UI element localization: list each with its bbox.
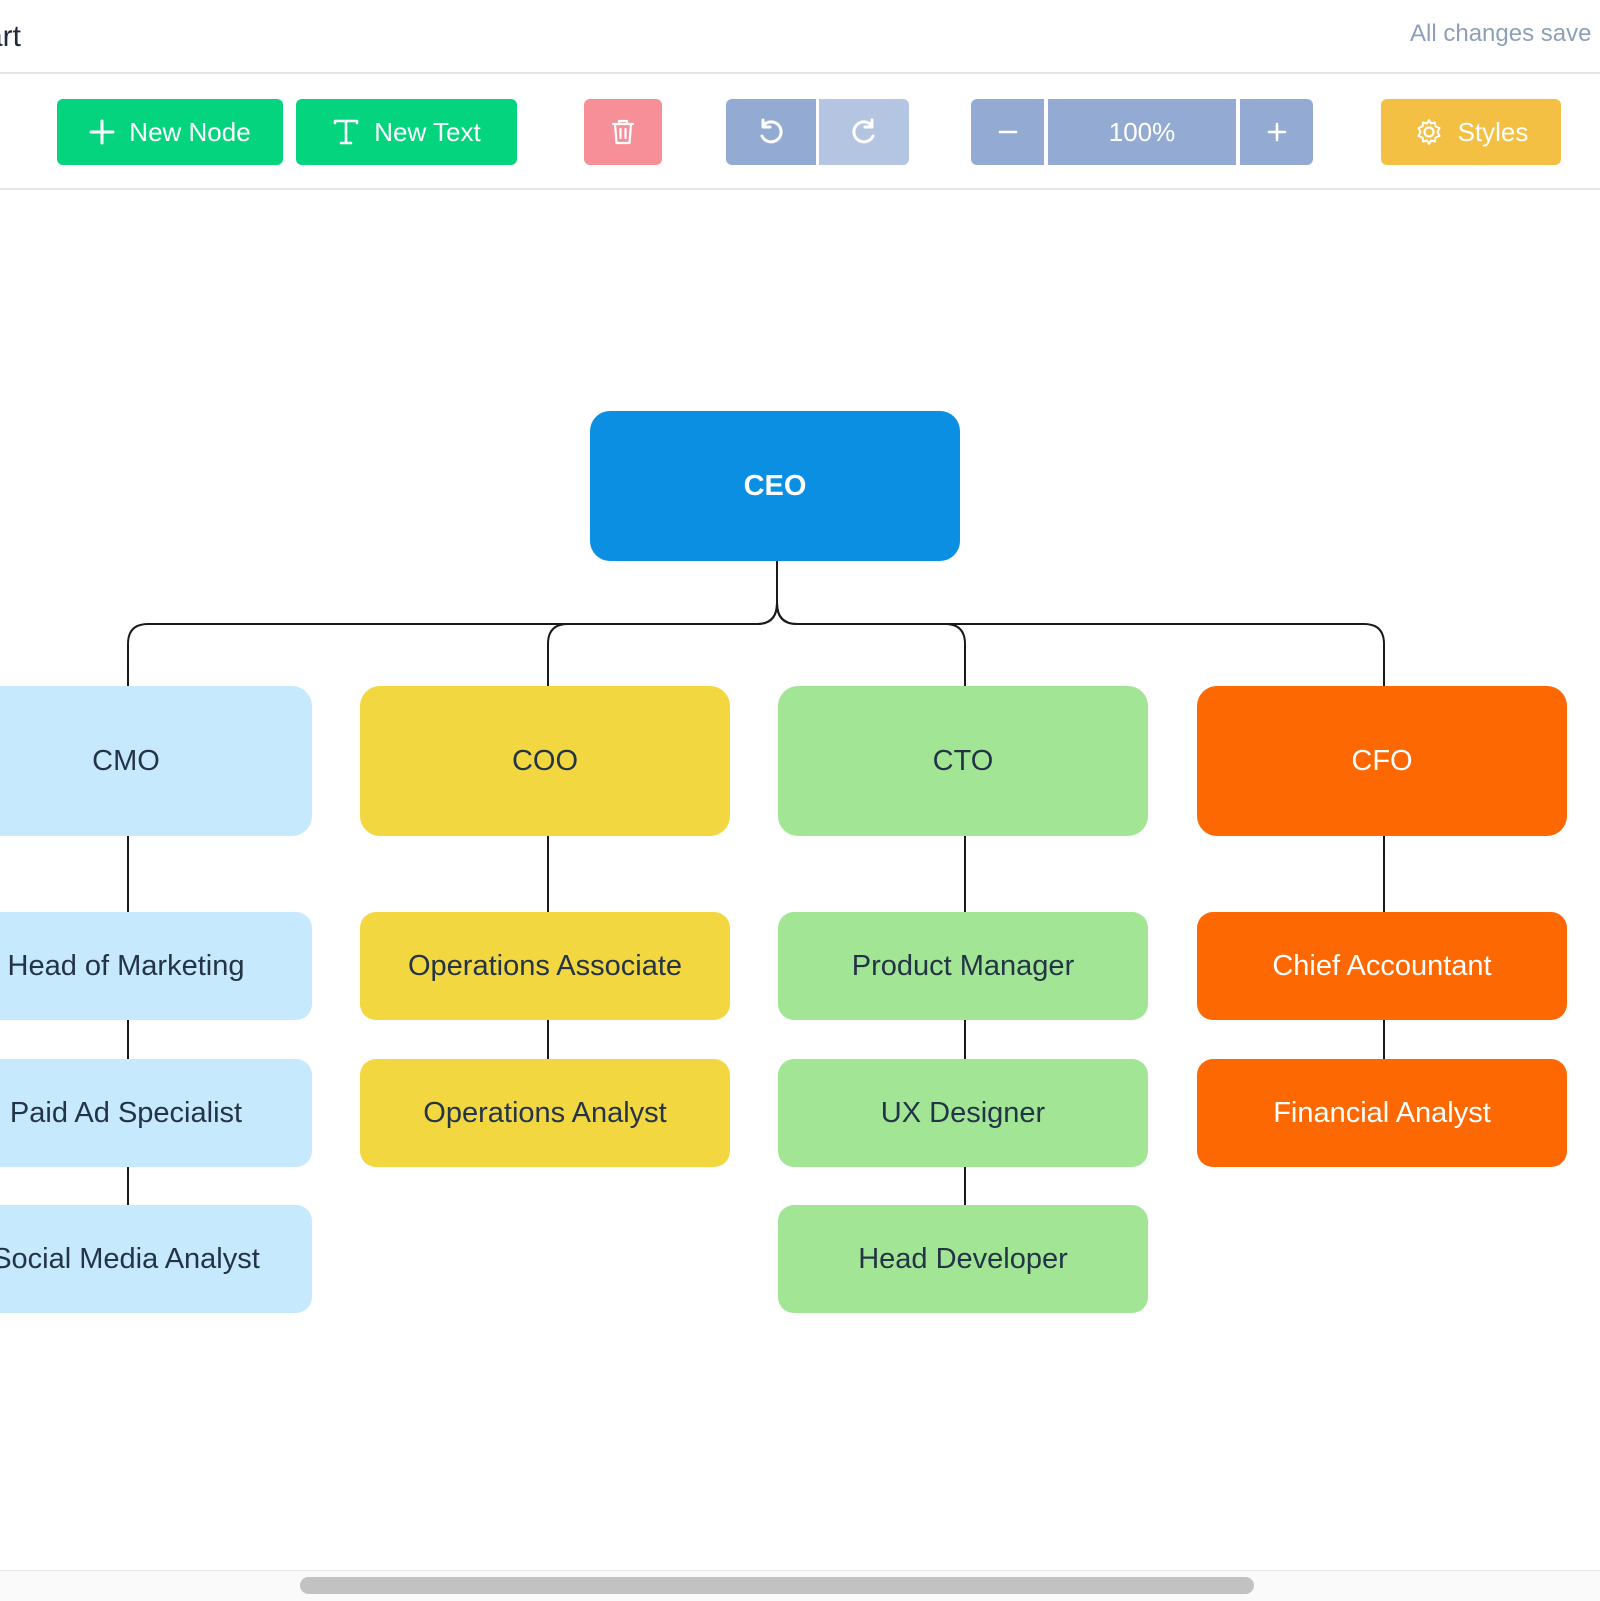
- plus-icon: [1266, 121, 1288, 143]
- connector-ceo-cto: [776, 602, 966, 686]
- node-label: CFO: [1351, 744, 1413, 777]
- new-text-label: New Text: [374, 116, 481, 147]
- node-operations-associate[interactable]: Operations Associate: [360, 912, 730, 1020]
- zoom-level[interactable]: 100%: [1048, 99, 1236, 165]
- node-coo[interactable]: COO: [360, 686, 730, 836]
- undo-button[interactable]: [726, 99, 816, 165]
- node-label: Social Media Analyst: [0, 1242, 260, 1275]
- node-label: CTO: [932, 744, 994, 777]
- node-label: Paid Ad Specialist: [9, 1096, 243, 1129]
- new-node-button[interactable]: New Node: [57, 99, 283, 165]
- node-cmo[interactable]: CMO: [0, 686, 312, 836]
- node-cto[interactable]: CTO: [778, 686, 1148, 836]
- node-label: Product Manager: [851, 949, 1075, 982]
- horizontal-scrollbar-thumb[interactable]: [300, 1577, 1254, 1594]
- new-text-button[interactable]: New Text: [296, 99, 517, 165]
- undo-icon: [756, 117, 786, 147]
- node-label: Financial Analyst: [1273, 1096, 1491, 1129]
- zoom-value: 100%: [1108, 116, 1176, 147]
- delete-button[interactable]: [584, 99, 662, 165]
- redo-button[interactable]: [819, 99, 909, 165]
- connector-ceo-coo: [547, 602, 778, 686]
- redo-icon: [849, 117, 879, 147]
- zoom-out-button[interactable]: [971, 99, 1044, 165]
- node-head-developer[interactable]: Head Developer: [778, 1205, 1148, 1313]
- styles-label: Styles: [1457, 116, 1529, 147]
- node-label: Head Developer: [858, 1242, 1068, 1275]
- plus-icon: [89, 119, 115, 145]
- node-financial-analyst[interactable]: Financial Analyst: [1197, 1059, 1567, 1167]
- node-label: Head of Marketing: [7, 949, 245, 982]
- node-label: Operations Analyst: [423, 1096, 667, 1129]
- connector-ceo-trunk: [127, 560, 778, 686]
- node-ux-designer[interactable]: UX Designer: [778, 1059, 1148, 1167]
- text-icon: [332, 118, 360, 146]
- minus-icon: [997, 121, 1019, 143]
- node-social-media-analyst[interactable]: Social Media Analyst: [0, 1205, 312, 1313]
- node-chief-accountant[interactable]: Chief Accountant: [1197, 912, 1567, 1020]
- zoom-in-button[interactable]: [1240, 99, 1313, 165]
- node-label: UX Designer: [880, 1096, 1046, 1129]
- node-label: Chief Accountant: [1272, 949, 1492, 982]
- node-label: CEO: [743, 469, 807, 502]
- node-product-manager[interactable]: Product Manager: [778, 912, 1148, 1020]
- save-status: All changes save: [1410, 20, 1592, 47]
- node-label: Operations Associate: [407, 949, 683, 982]
- styles-button[interactable]: Styles: [1381, 99, 1561, 165]
- node-paid-ad-specialist[interactable]: Paid Ad Specialist: [0, 1059, 312, 1167]
- toolbar: New Node New Text 100%: [0, 74, 1600, 190]
- document-title[interactable]: art: [0, 20, 22, 53]
- node-cfo[interactable]: CFO: [1197, 686, 1567, 836]
- node-label: COO: [511, 744, 579, 777]
- new-node-label: New Node: [129, 116, 251, 147]
- node-ceo[interactable]: CEO: [590, 411, 960, 561]
- node-label: CMO: [92, 744, 160, 777]
- node-operations-analyst[interactable]: Operations Analyst: [360, 1059, 730, 1167]
- node-head-of-marketing[interactable]: Head of Marketing: [0, 912, 312, 1020]
- top-bar: art All changes save: [0, 0, 1600, 74]
- gear-icon: [1414, 117, 1444, 147]
- trash-icon: [610, 118, 636, 146]
- connector-ceo-cfo: [776, 602, 1385, 686]
